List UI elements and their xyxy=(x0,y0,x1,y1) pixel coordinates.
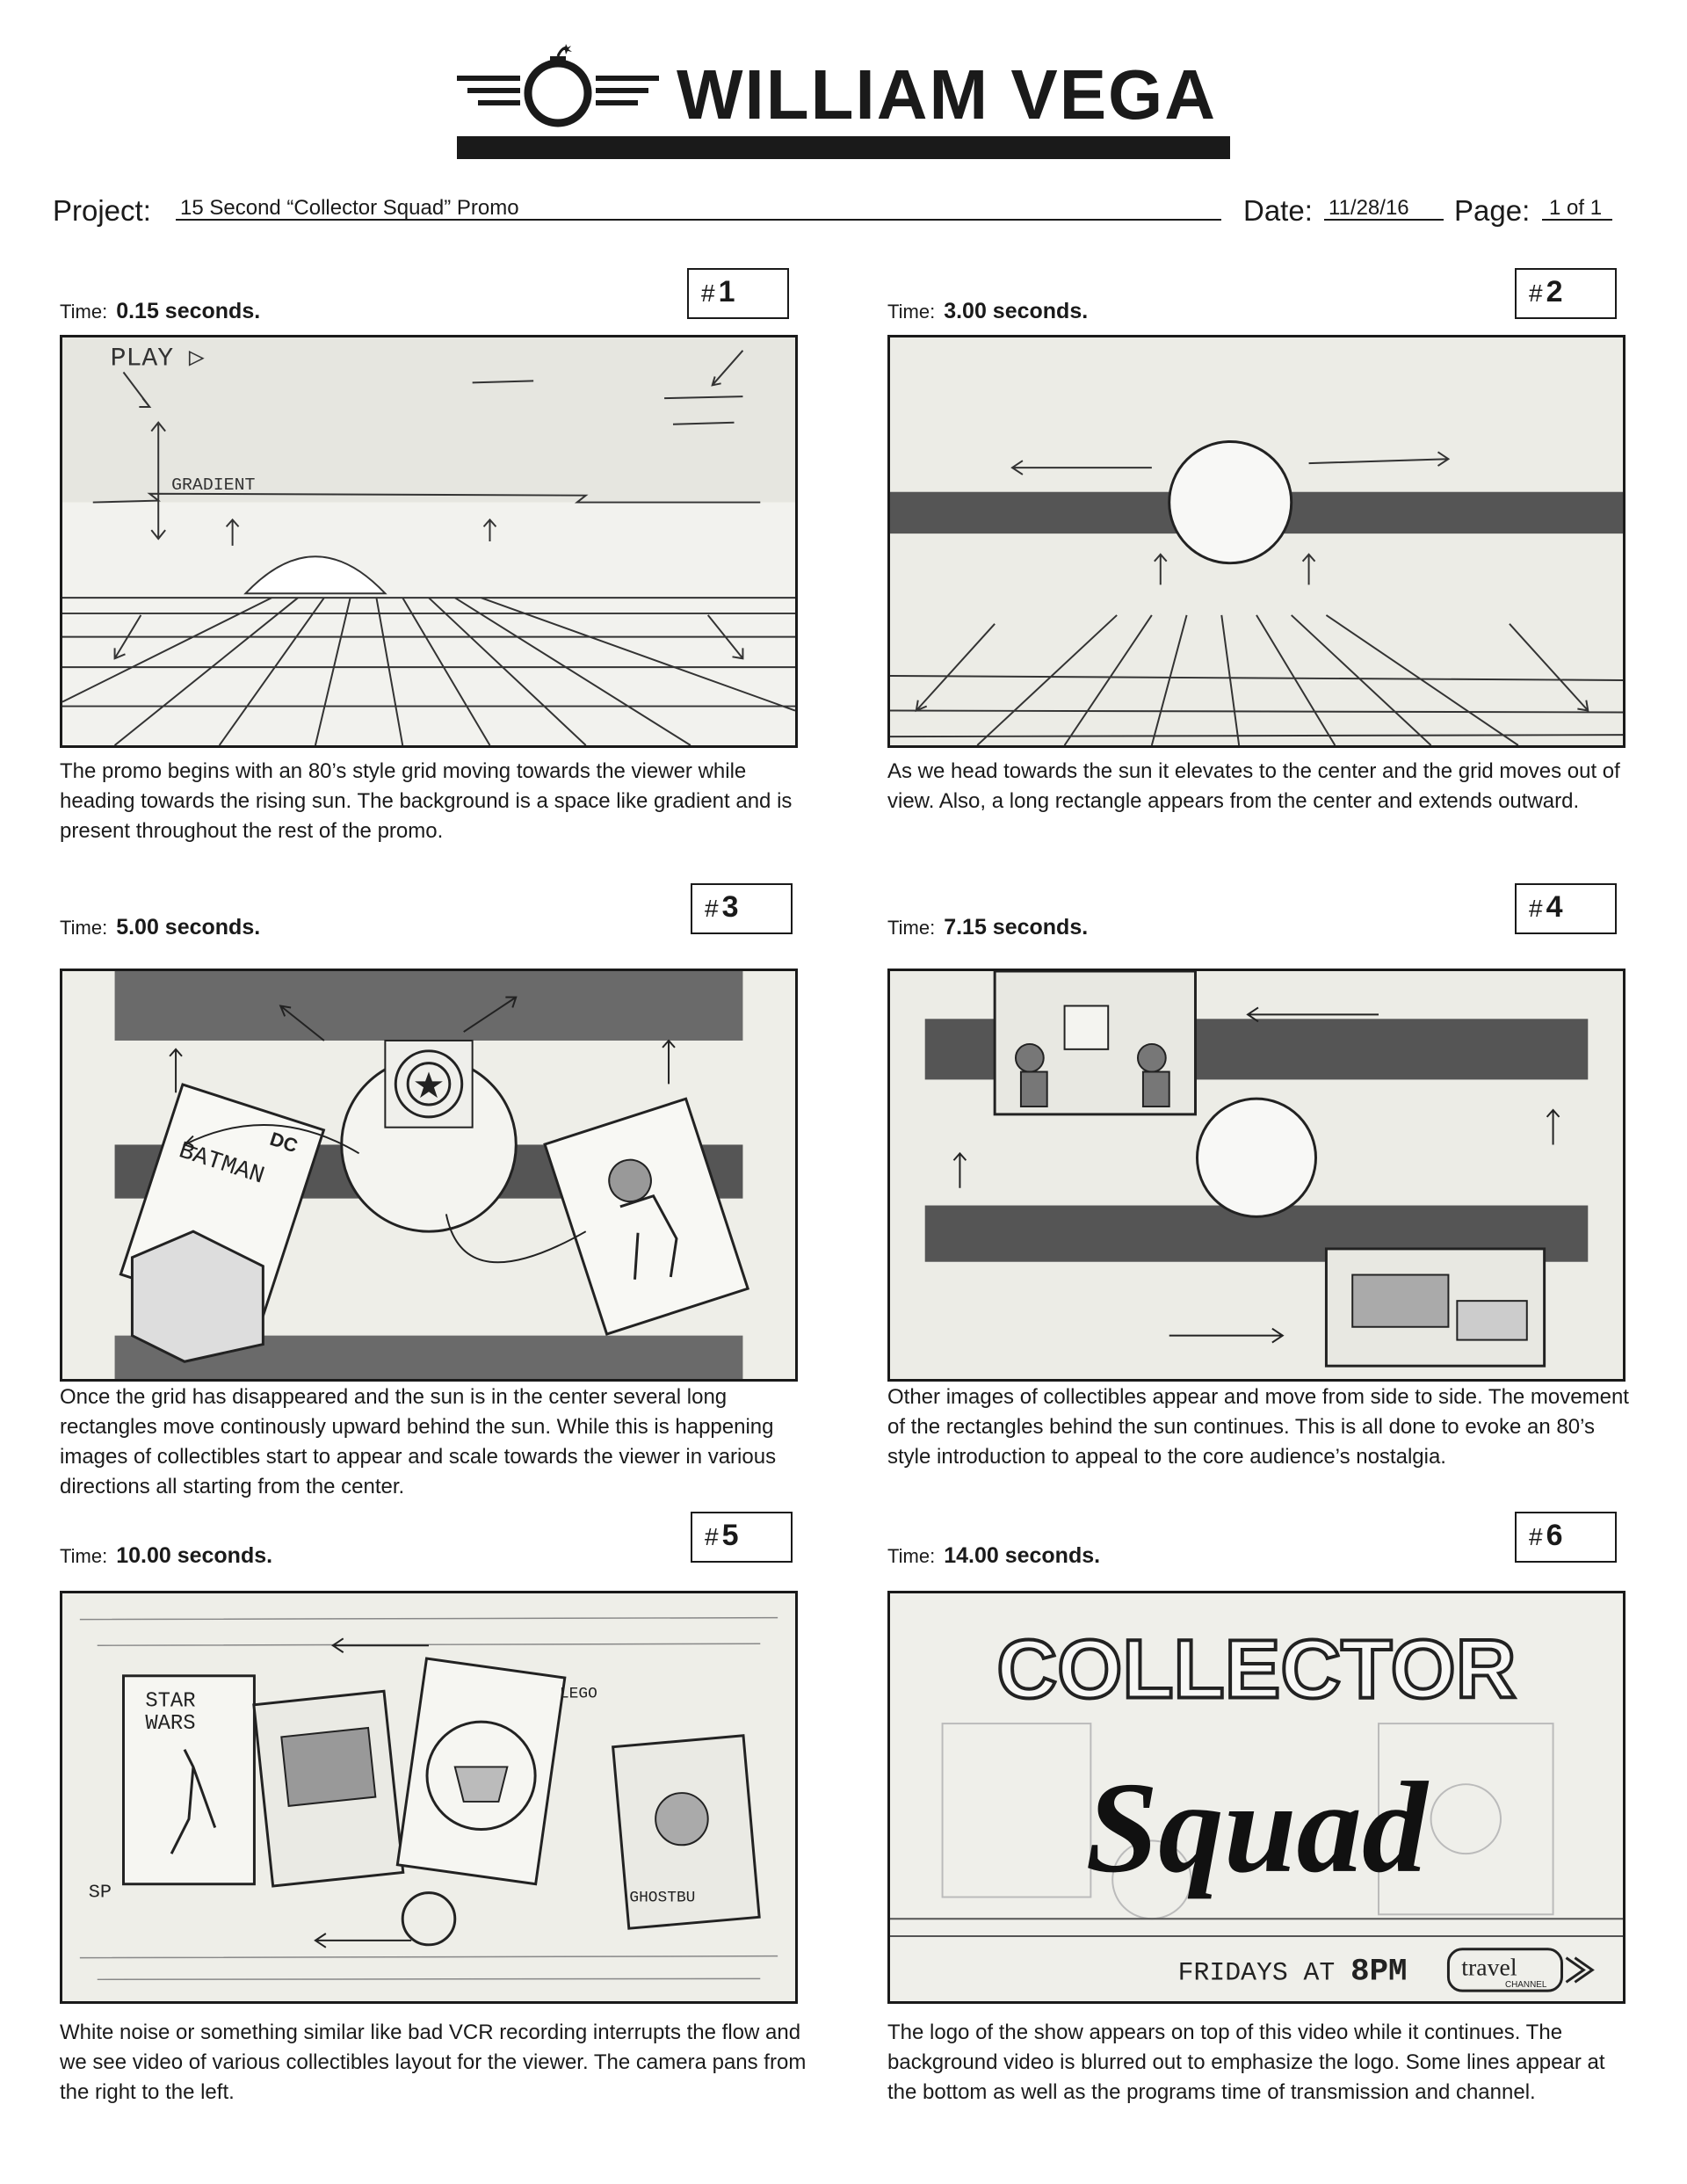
time-label: Time: 10.00 seconds. xyxy=(60,1543,272,1569)
panel-description: Once the grid has disappeared and the su… xyxy=(60,1385,777,1498)
channel-logo-text: CHANNEL xyxy=(1505,1980,1547,1990)
collector-logo-text: COLLECTOR xyxy=(996,1623,1516,1716)
time-value: 5.00 seconds. xyxy=(116,915,261,940)
project-underline xyxy=(176,219,1221,221)
date-label: Date: xyxy=(1243,194,1313,227)
chevron-right-icon xyxy=(1565,1956,1595,1984)
sun-center-sketch xyxy=(890,337,1623,745)
squad-logo-text: Squad xyxy=(1085,1756,1430,1900)
hash-sign: # xyxy=(1529,279,1543,307)
panel-number-box: #4 xyxy=(1515,883,1617,934)
date-row: Date: 11/28/16 xyxy=(1243,189,1445,228)
time-caption: Time: xyxy=(887,301,936,323)
hash-sign: # xyxy=(705,1523,719,1550)
star-wars-text-2: WARS xyxy=(145,1712,195,1736)
panel-number: 2 xyxy=(1546,275,1563,308)
time-caption: Time: xyxy=(887,917,936,939)
time-label: Time: 14.00 seconds. xyxy=(887,1543,1100,1569)
panel-number: 1 xyxy=(718,275,735,308)
collectibles-burst-sketch: BATMAN DC xyxy=(62,971,795,1379)
project-row: Project: 15 Second “Collector Squad” Pro… xyxy=(53,189,1221,228)
time-caption: Time: xyxy=(60,301,108,323)
panel-description: The promo begins with an 80’s style grid… xyxy=(60,759,793,843)
fridays-text: FRIDAYS AT xyxy=(1178,1957,1351,1987)
panel-description: As we head towards the sun it elevates t… xyxy=(887,759,1620,813)
sketch-frame: COLLECTOR Squad FRIDAYS AT 8PM travel CH… xyxy=(887,1591,1625,2004)
brand-name: WILLIAM VEGA xyxy=(677,55,1218,134)
sp-text: SP xyxy=(89,1882,112,1904)
show-logo-sketch: COLLECTOR Squad FRIDAYS AT 8PM travel CH… xyxy=(890,1593,1623,2001)
ghostbusters-text: GHOSTBU xyxy=(629,1890,695,1907)
sketch-frame: STAR WARS SP LEGO GHOSTBU xyxy=(60,1591,798,2004)
time-label: Time: 5.00 seconds. xyxy=(60,915,260,940)
brand-header: WILLIAM VEGA xyxy=(457,44,1230,159)
panel-number: 4 xyxy=(1546,890,1563,924)
panel-number-box: #3 xyxy=(691,883,793,934)
hash-sign: # xyxy=(705,895,719,922)
time-caption: Time: xyxy=(887,1545,936,1567)
time-label: Time: 7.15 seconds. xyxy=(887,915,1088,940)
panel-description: Other images of collectibles appear and … xyxy=(887,1385,1629,1469)
panel-description: White noise or something similar like ba… xyxy=(60,2021,807,2104)
time-caption: Time: xyxy=(60,917,108,939)
hash-sign: # xyxy=(1529,895,1543,922)
side-scroll-collectibles-sketch xyxy=(890,971,1623,1379)
panel-number-box: #1 xyxy=(687,268,789,319)
time-value: 14.00 seconds. xyxy=(944,1543,1101,1568)
time-label: Time: 3.00 seconds. xyxy=(887,299,1088,324)
hash-sign: # xyxy=(1529,1523,1543,1550)
sketch-frame: BATMAN DC xyxy=(60,969,798,1382)
page-underline xyxy=(1542,219,1612,221)
panel-number: 5 xyxy=(721,1519,739,1552)
sketch-frame xyxy=(887,969,1625,1382)
panel-description: The logo of the show appears on top of t… xyxy=(887,2021,1605,2104)
project-label: Project: xyxy=(53,194,151,227)
bomb-wings-logo-icon xyxy=(457,44,659,127)
time-caption: Time: xyxy=(60,1545,108,1567)
date-underline xyxy=(1324,219,1444,221)
panel-number-box: #5 xyxy=(691,1512,793,1563)
travel-logo-text: travel xyxy=(1461,1953,1517,1980)
panel-number: 6 xyxy=(1546,1519,1563,1552)
brand-bar xyxy=(457,136,1230,159)
panel-number-box: #2 xyxy=(1515,268,1617,319)
hash-sign: # xyxy=(701,279,715,307)
time-value: 7.15 seconds. xyxy=(944,915,1089,940)
panel-number: 3 xyxy=(721,890,739,924)
page-row: Page: 1 of 1 xyxy=(1454,189,1612,228)
svg-text:FRIDAYS AT 8PM: FRIDAYS AT 8PM xyxy=(1178,1953,1408,1989)
collectibles-layout-sketch: STAR WARS SP LEGO GHOSTBU xyxy=(62,1593,795,2001)
page-value: 1 of 1 xyxy=(1549,196,1603,220)
project-value: 15 Second “Collector Squad” Promo xyxy=(180,196,519,220)
time-value: 3.00 seconds. xyxy=(944,299,1089,323)
star-wars-text-1: STAR xyxy=(145,1689,195,1713)
time-value: 10.00 seconds. xyxy=(116,1543,273,1568)
sketch-frame: PLAY ▷ GRADIENT xyxy=(60,335,798,748)
grid-rising-sun-sketch: PLAY ▷ GRADIENT xyxy=(62,337,795,745)
gradient-text: GRADIENT xyxy=(171,475,255,495)
time-label: Time: 0.15 seconds. xyxy=(60,299,260,324)
date-value: 11/28/16 xyxy=(1329,196,1409,220)
page-label: Page: xyxy=(1454,194,1531,227)
play-text: PLAY ▷ xyxy=(111,344,205,374)
sketch-frame xyxy=(887,335,1625,748)
lego-text: LEGO xyxy=(560,1686,597,1703)
8pm-text: 8PM xyxy=(1350,1953,1407,1989)
panel-number-box: #6 xyxy=(1515,1512,1617,1563)
time-value: 0.15 seconds. xyxy=(116,299,261,323)
